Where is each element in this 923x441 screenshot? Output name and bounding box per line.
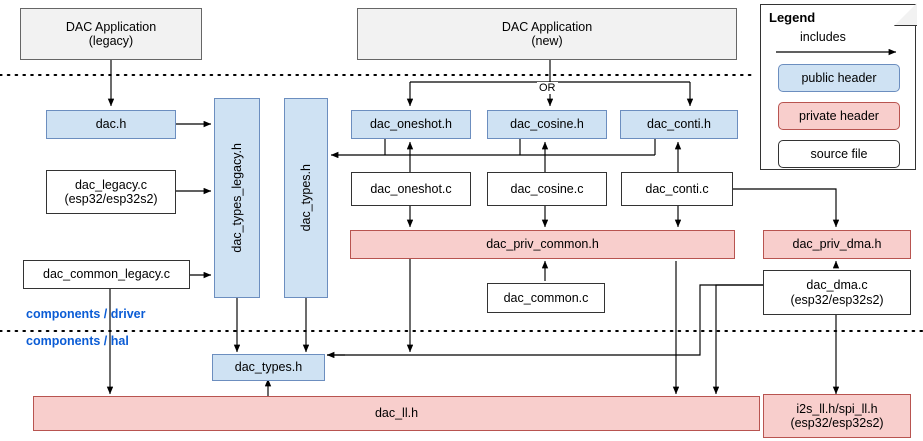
node-dac-conti-c[interactable]: dac_conti.c <box>621 172 733 206</box>
legend-key-label: source file <box>810 147 868 161</box>
node-label: dac_types_legacy.h <box>229 143 244 253</box>
node-label: dac_cosine.h <box>510 117 584 132</box>
zone-label-driver: components / driver <box>26 307 146 321</box>
node-dac-cosine-c[interactable]: dac_cosine.c <box>487 172 607 206</box>
node-label: dac_dma.c (esp32/esp32s2) <box>790 278 884 307</box>
node-label: dac_conti.c <box>645 181 709 196</box>
node-dac-priv-dma-h[interactable]: dac_priv_dma.h <box>763 230 911 259</box>
node-dac-types-legacy-h[interactable]: dac_types_legacy.h <box>214 98 260 298</box>
node-dac-oneshot-h[interactable]: dac_oneshot.h <box>351 110 471 139</box>
node-label: dac.h <box>95 117 127 132</box>
zone-label-hal: components / hal <box>26 334 129 348</box>
or-label: OR <box>537 82 558 94</box>
node-label: dac_types.h <box>234 360 303 375</box>
legend-key-label: public header <box>801 71 877 85</box>
node-dac-common-c[interactable]: dac_common.c <box>487 283 605 313</box>
legend-includes-arrow-icon <box>776 48 897 56</box>
node-label: dac_legacy.c (esp32/esp32s2) <box>64 177 158 206</box>
node-label: dac_ll.h <box>374 406 419 421</box>
node-label: dac_oneshot.c <box>370 181 452 196</box>
node-label: i2s_ll.h/spi_ll.h (esp32/esp32s2) <box>790 401 884 430</box>
node-dac-types-h-driver[interactable]: dac_types.h <box>284 98 328 298</box>
legend-key-public-header: public header <box>778 64 900 92</box>
node-label: dac_cosine.c <box>510 181 584 196</box>
node-dac-oneshot-c[interactable]: dac_oneshot.c <box>351 172 471 206</box>
node-label: dac_conti.h <box>647 117 711 132</box>
node-label: dac_types.h <box>298 164 313 232</box>
legend-key-label: private header <box>799 109 879 123</box>
legend-panel: Legend includes public header private he… <box>760 3 917 170</box>
node-label: DAC Application (new) <box>501 19 593 48</box>
legend-key-private-header: private header <box>778 102 900 130</box>
node-label: dac_common.c <box>503 290 589 305</box>
node-dac-priv-common-h[interactable]: dac_priv_common.h <box>350 230 735 259</box>
node-dac-dma-c[interactable]: dac_dma.c (esp32/esp32s2) <box>763 270 911 315</box>
legend-key-source-file: source file <box>778 140 900 168</box>
node-i2s-ll-h[interactable]: i2s_ll.h/spi_ll.h (esp32/esp32s2) <box>763 394 911 438</box>
node-label: dac_common_legacy.c <box>43 267 170 282</box>
node-app-new[interactable]: DAC Application (new) <box>357 8 737 60</box>
node-dac-common-legacy-c[interactable]: dac_common_legacy.c <box>23 260 190 289</box>
node-dac-conti-h[interactable]: dac_conti.h <box>620 110 738 139</box>
legend-title: Legend <box>769 10 816 25</box>
node-dac-types-h-hal[interactable]: dac_types.h <box>212 354 325 381</box>
node-dac-cosine-h[interactable]: dac_cosine.h <box>487 110 607 139</box>
node-dac-h[interactable]: dac.h <box>46 110 176 139</box>
node-dac-legacy-c[interactable]: dac_legacy.c (esp32/esp32s2) <box>46 170 176 214</box>
node-app-legacy[interactable]: DAC Application (legacy) <box>20 8 202 60</box>
node-dac-ll-h[interactable]: dac_ll.h <box>33 396 760 431</box>
node-label: dac_priv_dma.h <box>792 237 882 252</box>
node-label: dac_oneshot.h <box>369 117 452 132</box>
legend-arrow-label: includes <box>800 30 846 44</box>
node-label: DAC Application (legacy) <box>65 19 157 48</box>
node-label: dac_priv_common.h <box>486 237 599 252</box>
